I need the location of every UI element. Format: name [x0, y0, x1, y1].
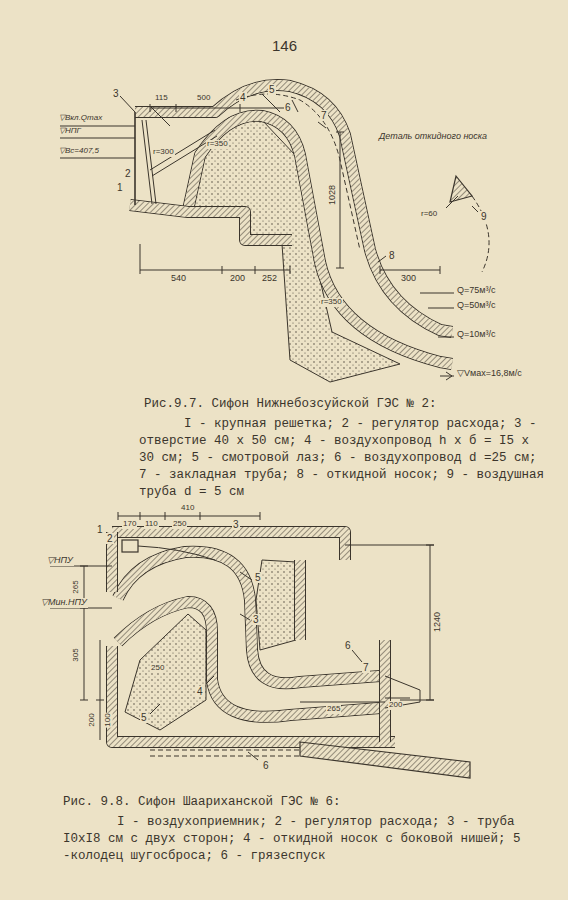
callout-label: Q=75м³/с [456, 286, 496, 296]
callout-label: 4 [196, 686, 204, 697]
callout-label: 100 [104, 712, 113, 727]
drawing-use [130, 205, 292, 240]
callout-label: 265 [72, 579, 81, 594]
callout-label: ▽НПУ [46, 556, 74, 566]
callout-label: 200 [88, 712, 97, 727]
callout-label: 2 [124, 168, 132, 179]
callout-label: 9 [480, 211, 488, 222]
callout-label: 170 [122, 520, 137, 529]
drawing-path [420, 293, 454, 376]
drawing-polygon [256, 560, 296, 650]
figure-caption: Рис.9.7. Сифон Нижнебозсуйской ГЭС № 2: [143, 396, 438, 413]
drawing-path [446, 196, 478, 212]
drawing-path [150, 104, 290, 112]
drawing-path [150, 750, 300, 756]
drawing-polygon [300, 742, 470, 778]
callout-label: 1240 [433, 611, 443, 633]
drawing-path [262, 94, 326, 128]
callout-label: 3 [112, 88, 120, 99]
drawing-path [142, 120, 156, 204]
callout-label: 1028 [328, 184, 338, 206]
drawing-use [188, 116, 452, 364]
callout-label: ▽Мин.НПУ [40, 598, 88, 608]
callout-label: r=350 [206, 140, 229, 149]
callout-label: 410 [180, 504, 195, 513]
callout-label: 7 [320, 110, 328, 121]
drawing-use [188, 116, 452, 364]
callout-label: 200 [388, 701, 403, 710]
drawing-use [112, 532, 395, 742]
callout-label: 146 [271, 38, 298, 55]
figure-caption: I - воздухоприемник; 2 - регулятор расхо… [62, 814, 554, 865]
figure-caption: Рис. 9.8. Сифон Шаариханской ГЭС № 6: [62, 794, 342, 811]
drawing-path [378, 256, 386, 262]
callout-label: 6 [284, 102, 292, 113]
callout-label: 3 [232, 519, 240, 530]
callout-label: r=350 [320, 298, 343, 307]
callout-label: 305 [72, 647, 81, 662]
callout-label: 200 [229, 274, 246, 284]
callout-label: 8 [388, 250, 396, 261]
callout-label: 540 [170, 274, 187, 284]
drawing-path [380, 266, 440, 274]
drawing-use [188, 116, 452, 364]
callout-label: 5 [254, 572, 262, 583]
callout-label: Деталь откидного носка [378, 132, 488, 142]
callout-label: ▽Vмах=16,8м/с [456, 369, 523, 379]
siphon-fig2 [50, 512, 470, 778]
drawing-use [300, 560, 385, 742]
callout-label: ▽Вс=407,5 [58, 147, 100, 156]
callout-label: 300 [400, 274, 417, 284]
callout-label: Q=50м³/с [456, 301, 496, 311]
drawing-path [150, 572, 362, 760]
callout-label: ▽Вкл.Qmax [58, 114, 103, 123]
callout-label: 1 [116, 182, 124, 193]
callout-label: 500 [196, 94, 211, 103]
drawing-path [140, 244, 290, 274]
callout-label: Q=10м³/с [456, 330, 496, 340]
drawing-use [112, 532, 395, 742]
drawing-use [300, 560, 385, 742]
drawing-use [130, 205, 292, 240]
callout-label: 1 [96, 524, 104, 535]
callout-label: 250 [172, 520, 187, 529]
drawing-path [345, 545, 434, 700]
callout-label: ▽НПГ [58, 127, 82, 136]
callout-label: r=300 [152, 148, 175, 157]
drawing-use [112, 532, 395, 742]
callout-label: 115 [154, 94, 169, 103]
drawing-path [150, 130, 217, 176]
callout-label: 110 [144, 520, 159, 529]
drawing-path [472, 196, 489, 272]
drawing-polygon [450, 176, 472, 202]
callout-label: 3 [252, 614, 260, 625]
callout-label: 7 [362, 662, 370, 673]
callout-label: 265 [326, 705, 341, 714]
callout-label: 5 [140, 712, 148, 723]
drawing-path [446, 372, 452, 380]
callout-label: r=60 [420, 210, 438, 219]
drawing-use [130, 205, 292, 240]
callout-label: 5 [268, 84, 276, 95]
drawing-rect [122, 540, 138, 552]
drawing-path [138, 546, 215, 560]
callout-label: 2 [106, 533, 114, 544]
drawing-path [236, 94, 360, 250]
siphon-fig1 [60, 85, 489, 382]
callout-label: 4 [239, 92, 247, 103]
drawing-path [80, 566, 104, 740]
callout-label: 250 [150, 664, 165, 673]
callout-label: 6 [262, 760, 270, 771]
drawing-use [300, 560, 385, 742]
callout-label: 252 [261, 274, 278, 284]
figure-caption: I - крупная решетка; 2 - регулятор расхо… [138, 416, 552, 500]
callout-label: 6 [344, 640, 352, 651]
